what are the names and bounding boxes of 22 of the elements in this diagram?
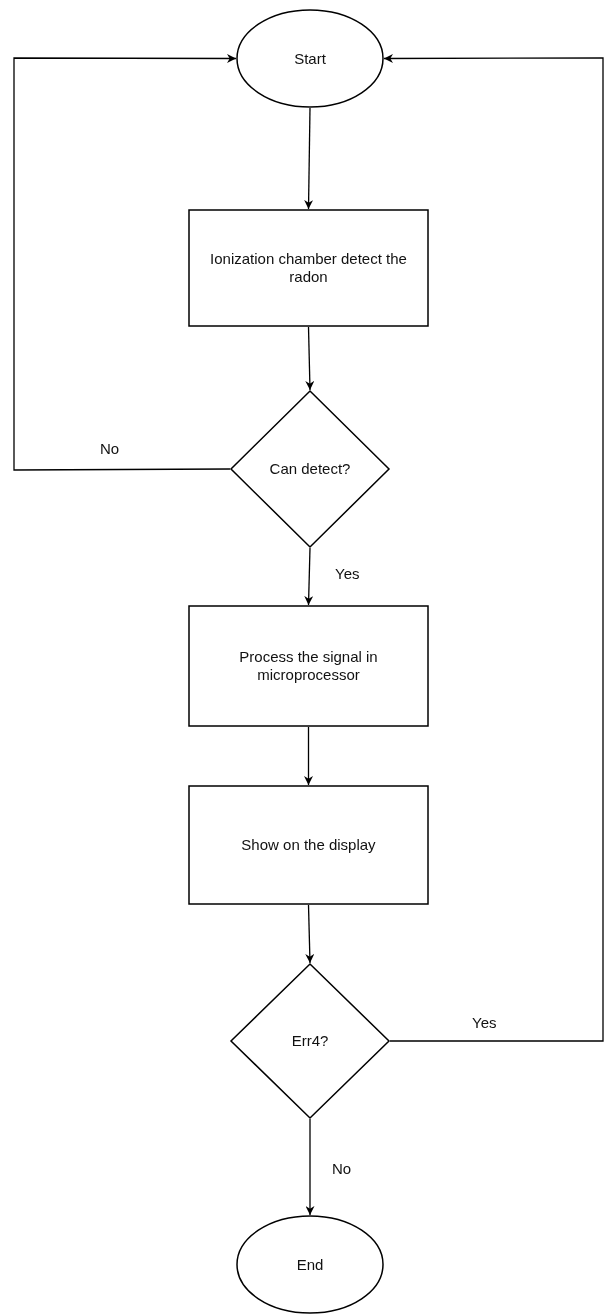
arrow xyxy=(383,54,604,1042)
node-text: Show on the display xyxy=(240,836,377,854)
node-text: End xyxy=(295,1255,325,1274)
process-box xyxy=(188,209,429,327)
arrow xyxy=(304,107,314,210)
terminal-ellipse xyxy=(236,9,384,108)
arrow xyxy=(13,54,237,471)
node-text: Process the signal in microprocessor xyxy=(238,648,379,684)
arrow xyxy=(305,326,315,391)
arrow xyxy=(304,547,314,606)
arrow xyxy=(305,904,315,964)
decision-diamond xyxy=(230,390,390,548)
arrow xyxy=(304,726,313,786)
decision-diamond xyxy=(230,963,390,1119)
process-box xyxy=(188,605,429,727)
process-box xyxy=(188,785,429,905)
node-text: Can detect? xyxy=(268,460,352,478)
node-text: Err4? xyxy=(290,1032,330,1050)
node-text: Start xyxy=(293,49,327,68)
node-text: Ionization chamber detect the radon xyxy=(209,250,408,286)
arrow xyxy=(305,1118,315,1216)
terminal-ellipse xyxy=(236,1215,384,1314)
